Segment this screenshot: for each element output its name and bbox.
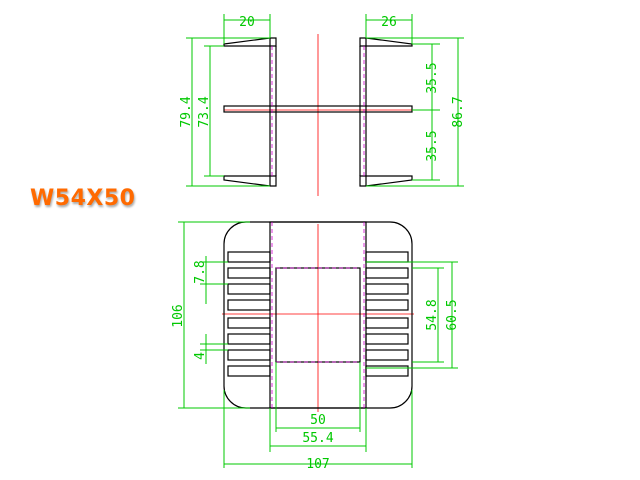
dim-flange-right: 26 [381, 15, 397, 30]
model-label: W54X50 [30, 186, 136, 211]
dim-window-outer: 60.5 [445, 299, 460, 330]
bottom-right-flange [359, 175, 413, 187]
dim-window-inner: 54.8 [425, 299, 440, 330]
middle-flange [223, 105, 413, 113]
dim-total-height: 86.7 [451, 96, 466, 127]
dim-height: 106 [171, 304, 186, 327]
top-view: 106 7.8 4 54.8 60.5 50 55.4 107 [171, 221, 460, 472]
dim-core: 50 [310, 413, 326, 428]
dim-outer-height: 79.4 [179, 96, 194, 127]
dim-pitch: 7.8 [193, 260, 208, 283]
dim-width: 107 [306, 457, 329, 472]
right-fins [365, 251, 409, 377]
center-tube [269, 221, 367, 409]
bottom-left-flange [223, 175, 277, 187]
dim-inner-height: 73.4 [197, 96, 212, 127]
dim-flange-left: 20 [239, 15, 255, 30]
dim-bobbin: 55.4 [302, 431, 333, 446]
left-fins [227, 251, 271, 377]
dim-lower-half: 35.5 [425, 130, 440, 161]
top-left-flange [223, 37, 277, 47]
dim-fin: 4 [193, 352, 208, 360]
dim-upper-half: 35.5 [425, 62, 440, 93]
top-right-flange [359, 37, 413, 47]
side-view: 20 26 79.4 73.4 35.5 35.5 86.7 [179, 14, 466, 196]
